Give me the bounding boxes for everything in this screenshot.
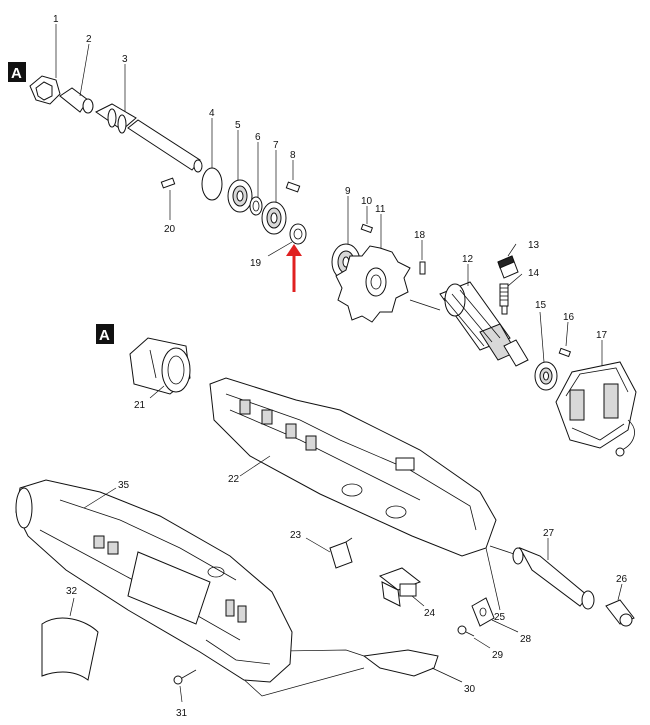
callout-4: 4 bbox=[209, 108, 215, 119]
callout-12: 12 bbox=[462, 254, 474, 265]
callout-24: 24 bbox=[424, 608, 436, 619]
callout-19: 19 bbox=[250, 258, 262, 269]
part-24-switch bbox=[378, 567, 425, 607]
callout-16: 16 bbox=[563, 312, 575, 323]
part-23-capacitor bbox=[305, 537, 353, 569]
callout-10: 10 bbox=[361, 196, 373, 207]
callout-25: 25 bbox=[494, 612, 506, 623]
part-4-washer bbox=[201, 118, 223, 201]
part-7-bearing bbox=[261, 150, 287, 235]
part-31-screw bbox=[173, 669, 197, 703]
part-20-pin bbox=[160, 177, 176, 220]
part-18-pin bbox=[419, 240, 426, 275]
part-13-brush-holder bbox=[497, 243, 519, 279]
callout-7: 7 bbox=[273, 140, 279, 151]
part-35-housing-set bbox=[15, 479, 293, 683]
callout-26: 26 bbox=[616, 574, 628, 585]
callout-14: 14 bbox=[528, 268, 540, 279]
callout-30: 30 bbox=[464, 684, 476, 695]
part-17-field bbox=[555, 340, 637, 457]
part-1-collet-nut bbox=[29, 24, 61, 105]
callout-1: 1 bbox=[53, 14, 59, 25]
callout-32: 32 bbox=[66, 586, 78, 597]
part-19-ring bbox=[267, 223, 307, 257]
reference-marker-top: A bbox=[8, 62, 26, 82]
svg-text:A: A bbox=[99, 327, 110, 344]
callout-2: 2 bbox=[86, 34, 92, 45]
callout-29: 29 bbox=[492, 650, 504, 661]
callout-31: 31 bbox=[176, 708, 188, 719]
svg-text:A: A bbox=[11, 65, 22, 82]
part-21-cap bbox=[129, 337, 191, 399]
part-25-switch-lever bbox=[485, 547, 501, 611]
callout-27: 27 bbox=[543, 528, 555, 539]
part-6-retaining-ring bbox=[249, 142, 263, 216]
part-3-spindle-shaft bbox=[95, 64, 203, 173]
callout-21: 21 bbox=[134, 400, 146, 411]
part-14-carbon-brush bbox=[499, 273, 523, 315]
callout-3: 3 bbox=[122, 54, 128, 65]
part-10-pin bbox=[360, 206, 374, 234]
part-32-label bbox=[41, 597, 99, 681]
callout-23: 23 bbox=[290, 530, 302, 541]
callout-15: 15 bbox=[535, 300, 547, 311]
callout-6: 6 bbox=[255, 132, 261, 143]
highlight-arrow bbox=[286, 244, 302, 292]
part-16-pin bbox=[558, 321, 572, 358]
callout-35: 35 bbox=[118, 480, 130, 491]
callout-13: 13 bbox=[528, 240, 540, 251]
callout-5: 5 bbox=[235, 120, 241, 131]
callout-22: 22 bbox=[228, 474, 240, 485]
part-29-screw bbox=[457, 625, 491, 649]
part-28-cord-clamp bbox=[471, 597, 519, 633]
callout-9: 9 bbox=[345, 186, 351, 197]
part-27-cord bbox=[489, 538, 595, 610]
callout-18: 18 bbox=[414, 230, 426, 241]
part-5-bearing bbox=[227, 130, 253, 213]
part-11-fan bbox=[335, 214, 411, 323]
part-12-armature bbox=[409, 264, 529, 367]
callout-20: 20 bbox=[164, 224, 176, 235]
part-2-collet bbox=[59, 43, 94, 114]
reference-marker-middle: A bbox=[96, 324, 114, 344]
callout-11: 11 bbox=[375, 204, 386, 215]
callout-17: 17 bbox=[596, 330, 608, 341]
part-26-tube bbox=[605, 583, 635, 627]
part-8-pin bbox=[285, 160, 301, 193]
callout-8: 8 bbox=[290, 150, 296, 161]
callout-28: 28 bbox=[520, 634, 532, 645]
part-22-housing bbox=[209, 377, 497, 557]
callout-labels: 1 2 3 4 5 6 7 8 9 10 11 12 13 14 15 16 1… bbox=[53, 14, 628, 719]
part-15-bearing bbox=[534, 311, 558, 391]
